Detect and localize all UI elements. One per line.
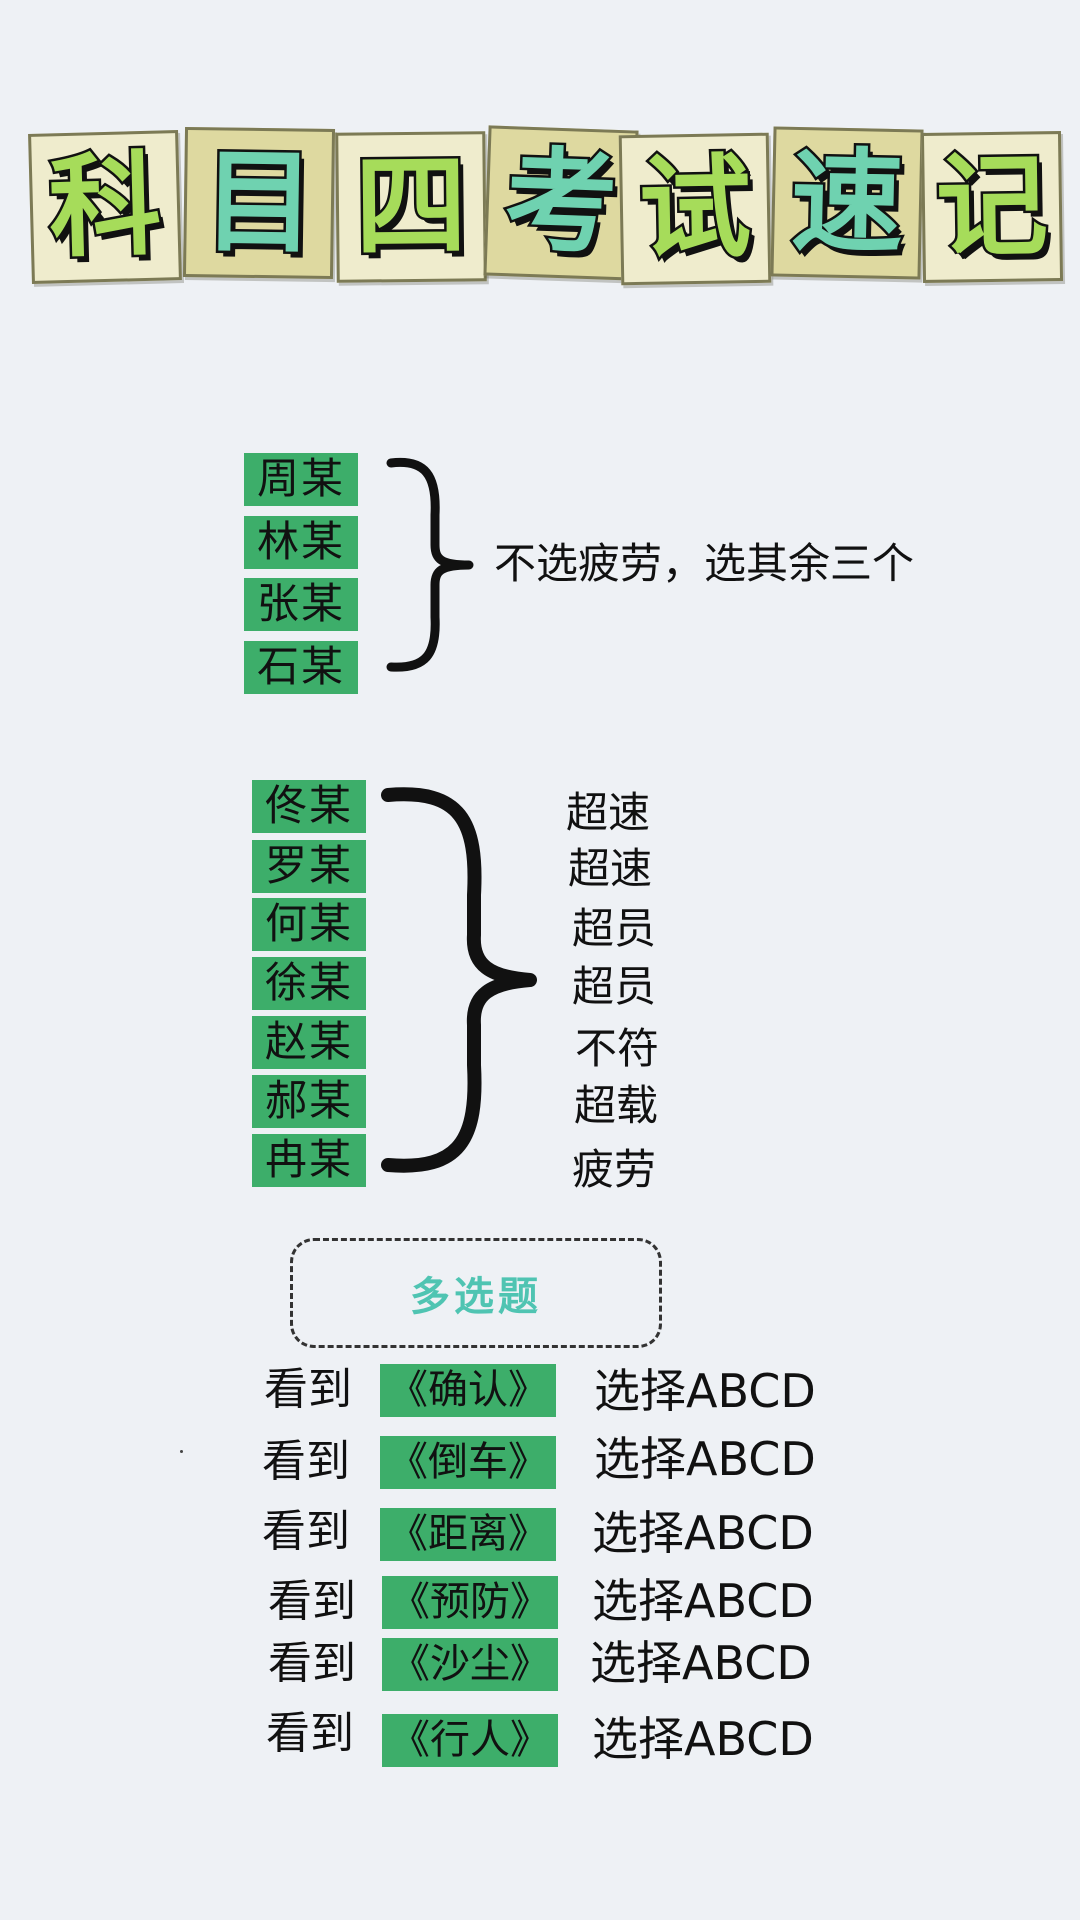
see-label: 看到 [262, 1506, 350, 1557]
name-tag: 石某 [244, 641, 359, 694]
see-label: 看到 [268, 1576, 356, 1627]
title-tile: 试 [618, 132, 772, 286]
multi-choice-heading: 多选题 [410, 1273, 542, 1320]
see-label: 看到 [268, 1638, 356, 1689]
title-tile: 四 [335, 131, 487, 283]
choice-text: 选择ABCD [592, 1506, 814, 1560]
keyword-tag: 《距离》 [380, 1508, 556, 1561]
title-tile: 目 [182, 126, 336, 280]
answer-text: 超速 [568, 844, 653, 893]
see-label: 看到 [264, 1364, 352, 1415]
keyword-tag: 《确认》 [380, 1364, 556, 1417]
brace-icon [381, 787, 537, 1173]
brace-icon [386, 457, 474, 672]
see-label: 看到 [266, 1708, 354, 1759]
title-char: 目 [200, 134, 319, 272]
name-tag: 徐某 [252, 957, 367, 1010]
answer-text: 疲劳 [572, 1145, 657, 1194]
answer-text: 超员 [572, 962, 657, 1011]
title-char: 试 [635, 140, 754, 278]
name-tag: 周某 [244, 453, 359, 506]
stray-dot [180, 1450, 183, 1453]
choice-text: 选择ABCD [590, 1636, 812, 1690]
choice-text: 选择ABCD [592, 1712, 814, 1766]
title-char: 记 [933, 138, 1052, 276]
keyword-tag: 《沙尘》 [382, 1638, 558, 1691]
name-tag: 罗某 [252, 840, 367, 893]
choice-text: 选择ABCD [594, 1364, 816, 1418]
title-banner: 科 目 四 考 试 速 记 [0, 0, 1080, 320]
group-one-note: 不选疲劳，选其余三个 [494, 539, 915, 588]
keyword-tag: 《行人》 [382, 1714, 558, 1767]
name-tag: 郝某 [252, 1075, 367, 1128]
title-tile: 速 [770, 126, 924, 280]
answer-text: 超员 [572, 904, 657, 953]
multi-choice-heading-box: 多选题 [290, 1238, 662, 1348]
choice-text: 选择ABCD [592, 1574, 814, 1628]
name-tag: 何某 [252, 898, 367, 951]
title-char: 速 [787, 133, 907, 271]
keyword-tag: 《预防》 [382, 1576, 558, 1629]
name-tag: 赵某 [252, 1016, 367, 1069]
name-tag: 林某 [244, 516, 359, 569]
see-label: 看到 [262, 1436, 350, 1487]
name-tag: 张某 [244, 578, 359, 631]
title-char: 考 [500, 133, 622, 273]
keyword-tag: 《倒车》 [380, 1436, 556, 1489]
name-tag: 冉某 [252, 1134, 367, 1187]
answer-text: 超载 [574, 1081, 659, 1130]
title-tile: 考 [483, 125, 639, 281]
name-tag: 佟某 [252, 780, 367, 833]
title-char: 四 [352, 138, 470, 275]
answer-text: 超速 [566, 788, 651, 837]
title-char: 科 [45, 137, 165, 276]
title-tile: 记 [920, 131, 1064, 283]
title-tile: 科 [28, 130, 182, 284]
choice-text: 选择ABCD [594, 1432, 816, 1486]
answer-text: 不符 [575, 1024, 660, 1073]
